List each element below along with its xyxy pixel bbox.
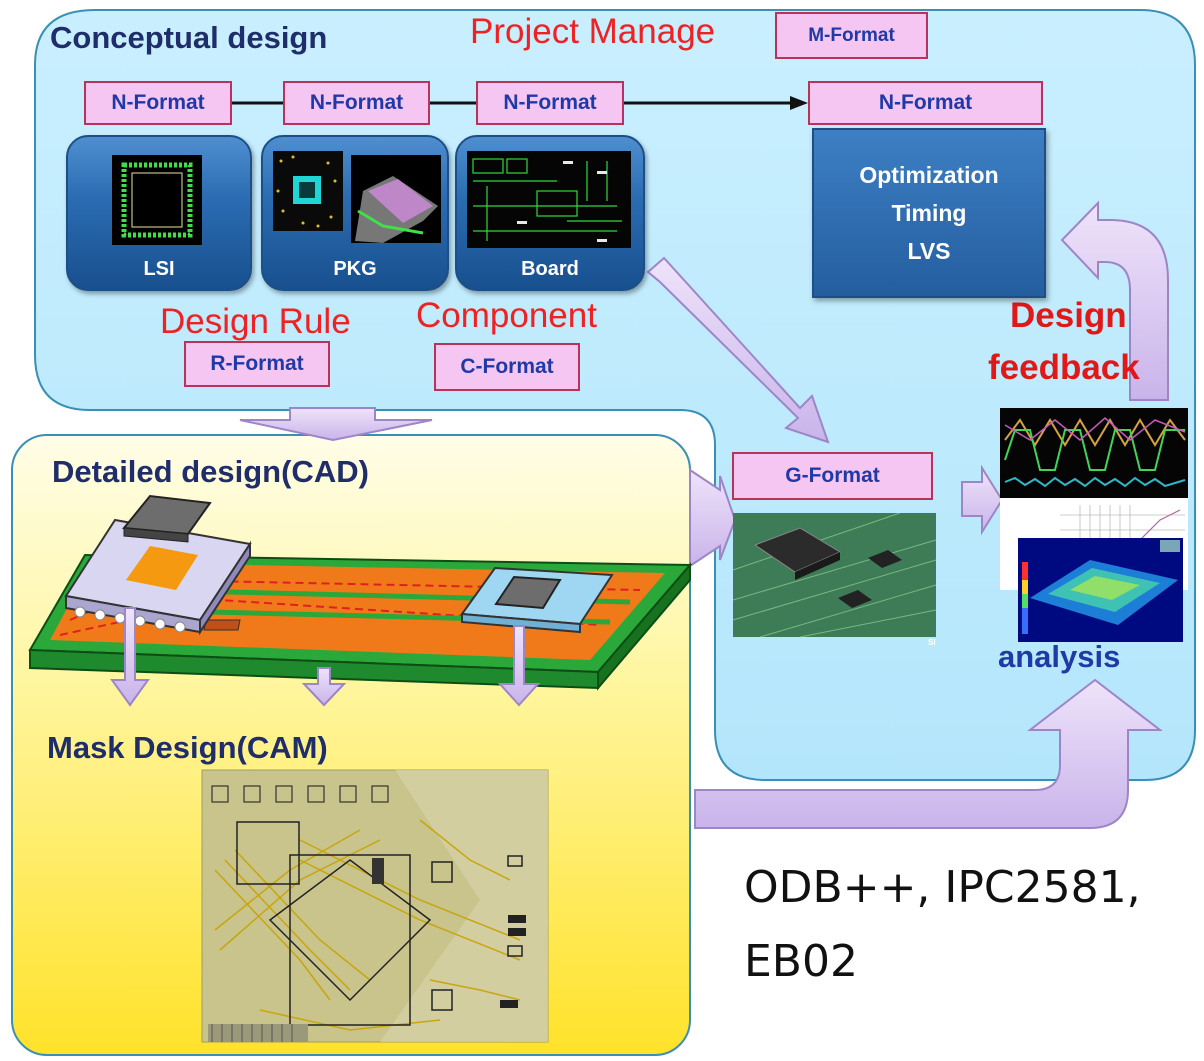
n-format-optimization-box: N-Format <box>808 81 1043 125</box>
m-format-box: M-Format <box>775 12 928 59</box>
component-label: Component <box>416 296 597 335</box>
pkg-tile: PKG <box>261 135 449 291</box>
board-to-gformat-arrow <box>646 256 830 444</box>
n-format-lsi-box: N-Format <box>84 81 232 125</box>
conceptual-design-title: Conceptual design <box>50 20 328 55</box>
mask-layout-image <box>201 769 549 1043</box>
pkg-label: PKG <box>333 258 377 280</box>
gformat-3d-image <box>732 512 937 638</box>
connector-arrowhead <box>790 96 808 110</box>
g-format-box: G-Format <box>732 452 933 500</box>
feedback-arrow <box>1060 200 1169 401</box>
board-label: Board <box>521 258 579 280</box>
waveform-image <box>1000 408 1188 498</box>
project-manage-label: Project Manage <box>470 12 716 51</box>
format-list-line1: ODB++, IPC2581, <box>744 862 1141 913</box>
lsi-tile: LSI <box>66 135 252 291</box>
lvs-label: LVS <box>907 238 951 264</box>
pkg-image <box>273 151 441 243</box>
format-list-line2: EB02 <box>744 936 858 987</box>
design-feedback-label-line2: feedback <box>988 348 1140 387</box>
lsi-label: LSI <box>143 258 175 280</box>
n-format-pkg-box: N-Format <box>283 81 430 125</box>
optimization-tile: Optimization Timing LVS <box>812 128 1046 298</box>
thermal-image <box>1018 538 1183 642</box>
board-image <box>467 151 631 248</box>
analysis-title: analysis <box>998 639 1121 674</box>
design-rule-label: Design Rule <box>160 302 351 341</box>
design-feedback-label-line1: Design <box>1010 296 1127 335</box>
lsi-chip-image <box>112 155 202 245</box>
mask-design-title: Mask Design(CAM) <box>47 730 328 765</box>
detailed-to-gformat-arrow <box>689 468 737 568</box>
detailed-design-title: Detailed design(CAD) <box>52 454 369 489</box>
optimization-label: Optimization <box>859 162 999 188</box>
conceptual-to-detailed-arrow <box>239 407 433 442</box>
timing-label: Timing <box>891 200 967 226</box>
board-3d-illustration <box>28 494 693 707</box>
gformat-to-analysis-arrow <box>961 464 1004 536</box>
si-mark: SI <box>928 638 936 647</box>
n-format-board-box: N-Format <box>476 81 624 125</box>
c-format-box: C-Format <box>434 343 580 391</box>
mask-to-analysis-arrow <box>694 678 1163 829</box>
r-format-box: R-Format <box>184 341 330 387</box>
board-tile: Board <box>455 135 645 291</box>
